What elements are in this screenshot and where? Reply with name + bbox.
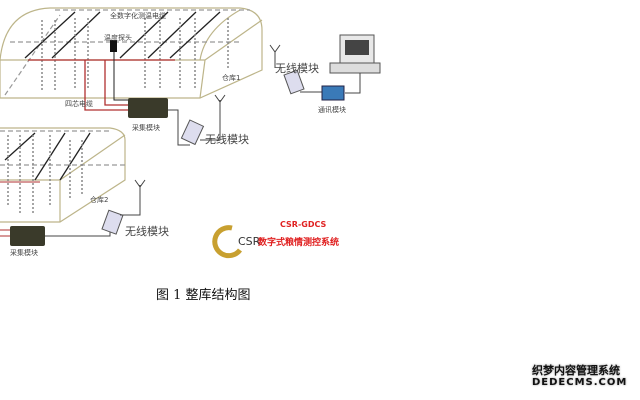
antenna-2 xyxy=(120,179,146,216)
warehouse-1 xyxy=(0,7,263,99)
four-core-cable-1 xyxy=(28,59,175,111)
wireless-module-2-device xyxy=(101,209,124,235)
logo-code: CSR-GDCS xyxy=(280,220,327,229)
four-core-cable-label: 四芯电缆 xyxy=(65,100,93,108)
collector-module-2 xyxy=(10,226,45,246)
comm-module-device xyxy=(321,85,345,101)
watermark-line2: DEDECMS.COM xyxy=(532,377,628,388)
collector-2-label: 采集模块 xyxy=(10,249,38,257)
computer-icon xyxy=(329,34,381,74)
collector-1-label: 采集模块 xyxy=(132,124,160,132)
csr-logo-mark xyxy=(212,225,243,259)
logo-mark-text: CSR xyxy=(238,235,261,248)
antenna-host xyxy=(269,44,281,68)
wireless-2-label: 无线模块 xyxy=(125,225,169,238)
temperature-probe xyxy=(110,40,117,52)
wireless-module-host-device xyxy=(283,69,305,95)
antenna-1 xyxy=(200,94,226,141)
probe-columns-1 xyxy=(41,18,229,90)
cable-label: 全数字化测温电缆 xyxy=(110,12,166,20)
probe-label: 温度探头 xyxy=(104,34,132,42)
wireless-1-label: 无线模块 xyxy=(205,133,249,146)
warehouse-2-label: 仓库2 xyxy=(90,196,109,204)
logo-name: 数字式粮情测控系统 xyxy=(258,238,340,248)
collector-module-1 xyxy=(128,98,168,118)
figure-caption: 图 1 整库结构图 xyxy=(156,288,251,303)
wireless-host-label: 无线模块 xyxy=(275,62,319,75)
comm-module-label: 通讯模块 xyxy=(318,106,346,114)
warehouse-1-label: 仓库1 xyxy=(222,74,241,82)
wireless-module-1-device xyxy=(180,119,205,146)
temperature-cables-2 xyxy=(4,132,91,181)
watermark-line1: 织梦内容管理系统 xyxy=(532,364,620,377)
probe-columns-2 xyxy=(7,135,83,215)
